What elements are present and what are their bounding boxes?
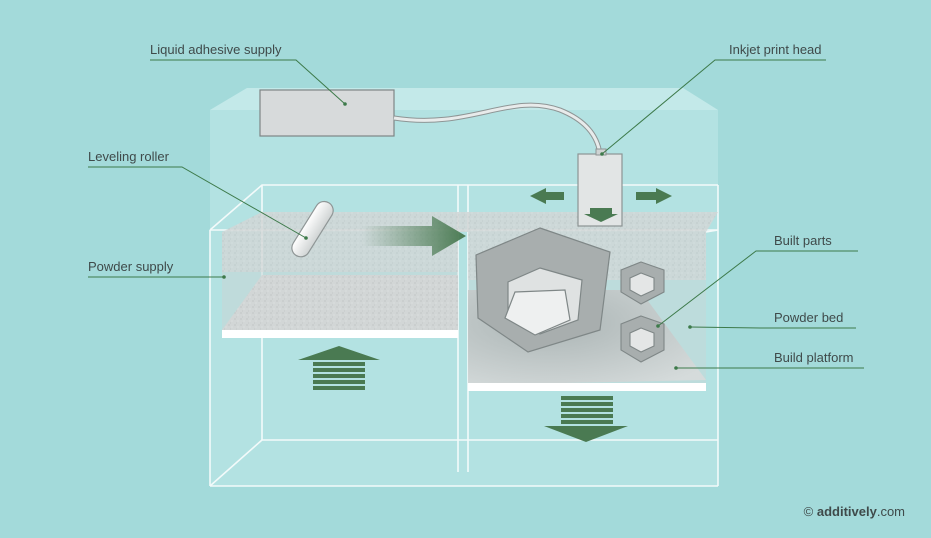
right-arrow-small-icon: [636, 188, 672, 204]
powder-supply-block: [222, 272, 458, 338]
down-arrow-icon: [544, 396, 628, 442]
up-arrow-icon: [298, 346, 380, 390]
built-part-small-top: [620, 261, 665, 305]
leader-lines: [88, 59, 864, 369]
copyright-symbol: ©: [803, 504, 814, 519]
label-inkjet-print-head: Inkjet print head: [729, 42, 822, 57]
left-arrow-icon: [530, 188, 564, 204]
copyright-credit: © additively.com: [804, 504, 905, 519]
leveling-roller: [291, 200, 334, 258]
brand-suffix: .com: [876, 504, 905, 519]
label-built-parts: Built parts: [774, 233, 832, 248]
leader-dots: [222, 102, 692, 370]
brand-name: additively: [816, 504, 877, 519]
label-leveling-roller: Leveling roller: [88, 149, 169, 164]
label-liquid-adhesive-supply: Liquid adhesive supply: [150, 42, 282, 57]
inkjet-print-head: [577, 148, 623, 227]
adhesive-supply-box: [259, 89, 603, 155]
label-build-platform: Build platform: [774, 350, 854, 365]
right-arrow-icon: [362, 216, 466, 256]
label-powder-bed: Powder bed: [774, 310, 844, 325]
built-part-large: [475, 227, 611, 353]
built-part-small-bottom: [620, 315, 665, 363]
label-powder-supply: Powder supply: [88, 259, 174, 274]
